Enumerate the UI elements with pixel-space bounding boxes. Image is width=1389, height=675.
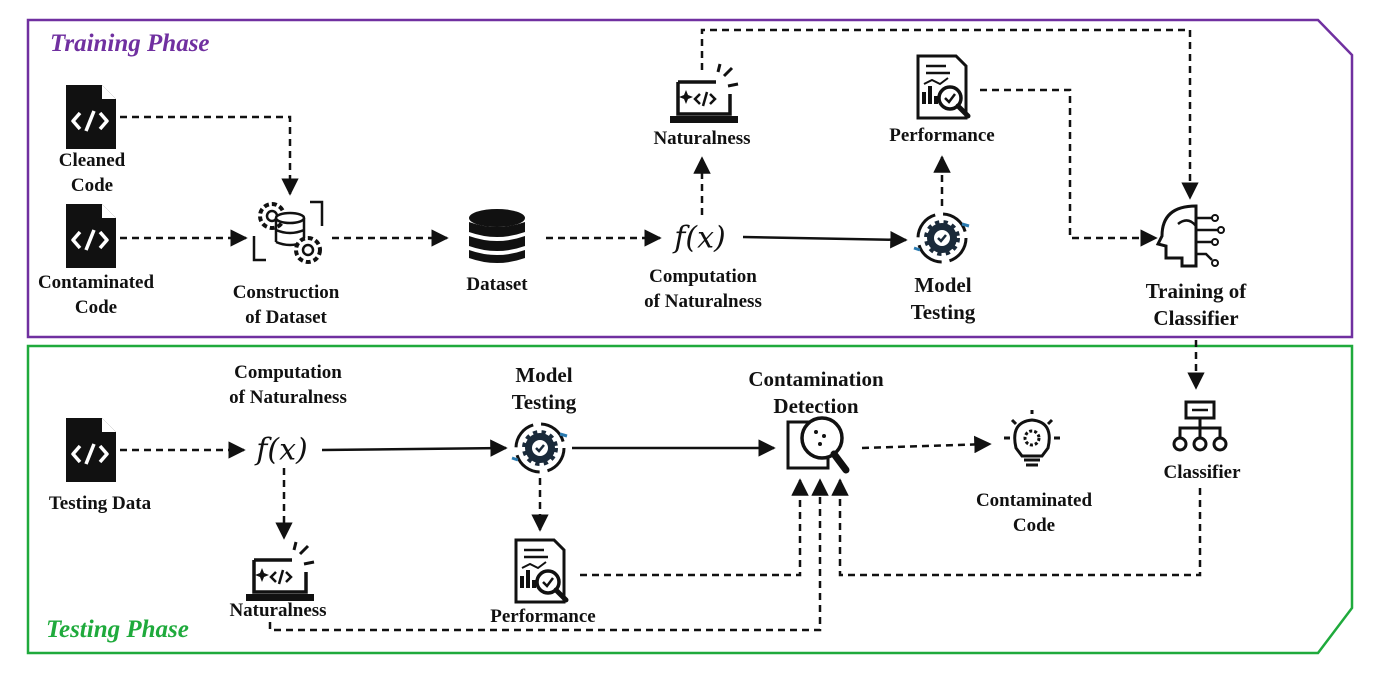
dataset-label: Dataset xyxy=(466,274,528,295)
laptop-code-icon xyxy=(244,540,316,603)
model-testing-label: Model Testing xyxy=(511,363,577,414)
testing-phase-title: Testing Phase xyxy=(46,616,189,643)
edge-performance-to-detection xyxy=(580,478,809,577)
laptop-code-icon xyxy=(668,62,740,125)
hierarchy-icon xyxy=(1172,400,1228,452)
performance-label: Performance xyxy=(889,125,995,146)
cleaned-code-label: Cleaned Code xyxy=(58,150,126,196)
naturalness-function: f(x) xyxy=(674,220,726,256)
report-magnifier-icon xyxy=(918,56,968,118)
performance-label: Performance xyxy=(490,606,596,627)
contamination-detection-label: Contamination Detection xyxy=(748,367,884,418)
naturalness-function: f(x) xyxy=(256,432,308,468)
gears-database-icon xyxy=(252,200,324,264)
naturalness-label: Naturalness xyxy=(653,128,751,149)
training-classifier-label: Training of Classifier xyxy=(1145,279,1247,330)
construction-label: Construction of Dataset xyxy=(232,282,340,328)
gear-check-icon xyxy=(914,214,969,262)
code-file-icon xyxy=(64,202,118,270)
edge-classifier-to-detection xyxy=(831,478,1202,577)
computation-label: Computation of Naturalness xyxy=(229,362,347,408)
naturalness-label: Naturalness xyxy=(229,600,327,621)
gear-check-icon xyxy=(512,424,567,472)
training-phase-title: Training Phase xyxy=(50,30,210,57)
ai-head-circuit-icon xyxy=(1156,204,1226,268)
training-phase-frame xyxy=(26,18,1354,339)
edge-naturalness-to-detection xyxy=(268,478,829,632)
classifier-label: Classifier xyxy=(1163,462,1241,483)
contaminated-code-label: Contaminated Code xyxy=(975,490,1093,536)
edge-detection-to-contaminated xyxy=(861,435,992,454)
edge-cleaned-to-construction xyxy=(120,115,299,196)
lightbulb-gear-icon xyxy=(1002,408,1062,467)
edge-naturalness-to-classifier xyxy=(700,28,1199,200)
edge-computation-to-model xyxy=(742,230,908,249)
computation-label: Computation of Naturalness xyxy=(644,266,762,312)
edge-computation-to-model-test xyxy=(321,439,508,457)
testing-data-label: Testing Data xyxy=(48,493,152,514)
contaminated-code-label: Contaminated Code xyxy=(37,272,155,318)
report-magnifier-icon xyxy=(516,540,566,602)
database-icon xyxy=(469,209,525,263)
edge-performance-to-classifier xyxy=(980,88,1158,247)
model-testing-label: Model Testing xyxy=(910,273,976,324)
code-file-icon xyxy=(64,416,118,484)
code-file-icon xyxy=(64,83,118,151)
testing-phase-frame xyxy=(26,344,1354,655)
magnifier-document-icon xyxy=(788,418,846,470)
